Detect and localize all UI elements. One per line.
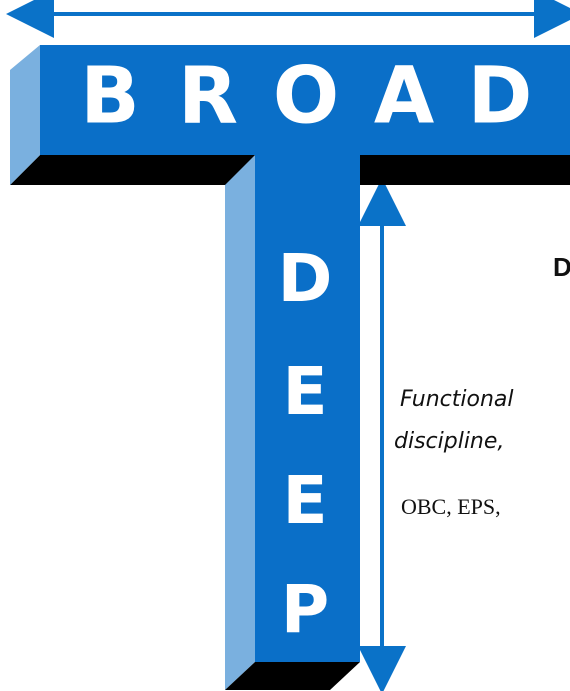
- deep-letter-e-2: E: [282, 462, 327, 539]
- broad-letter-o: O: [273, 51, 339, 141]
- annotation-line-1: Functional: [400, 387, 513, 412]
- partial-heading: D: [553, 252, 570, 282]
- deep-letter-d: D: [278, 240, 333, 317]
- deep-letter-p: P: [281, 571, 329, 648]
- broad-letter-r: R: [178, 51, 238, 141]
- broad-letter-b: B: [80, 51, 139, 141]
- annotation-line-2: discipline,: [394, 429, 504, 454]
- broad-letter-a: A: [374, 51, 434, 141]
- annotation-line-3: OBC, EPS,: [401, 494, 501, 519]
- vertical-bar-left-side: [225, 155, 255, 690]
- vertical-bar-face: [255, 155, 360, 662]
- broad-letter-d: D: [468, 51, 533, 141]
- top-bar-left-side: [10, 45, 40, 185]
- vertical-bar-shadow: [225, 662, 360, 690]
- junction-shadow: [360, 155, 395, 185]
- deep-letter-e-1: E: [282, 353, 327, 430]
- top-bar-face: [40, 45, 570, 155]
